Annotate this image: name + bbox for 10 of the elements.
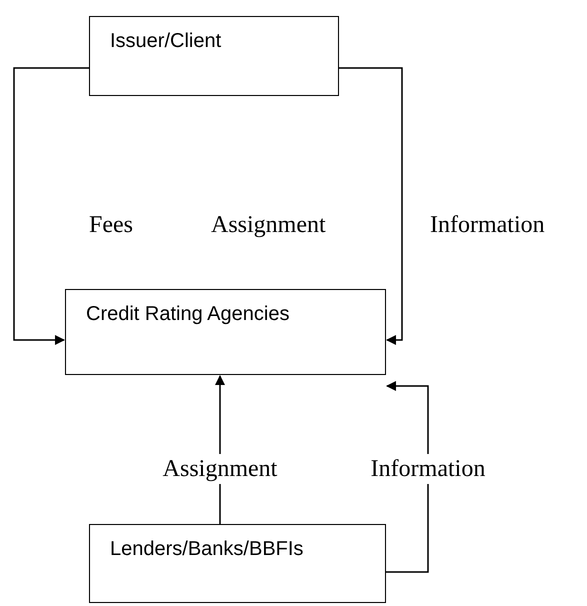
box-label: Credit Rating Agencies <box>86 302 290 327</box>
arrow <box>13 67 89 345</box>
process-box <box>89 524 386 603</box>
box-label: Lenders/Banks/BBFIs <box>110 537 304 562</box>
flow-label: Assignment <box>210 211 327 240</box>
process-box <box>65 289 386 375</box>
arrow <box>386 381 429 573</box>
arrow <box>339 67 403 345</box>
process-box <box>89 16 339 96</box>
box-label: Issuer/Client <box>110 29 222 54</box>
